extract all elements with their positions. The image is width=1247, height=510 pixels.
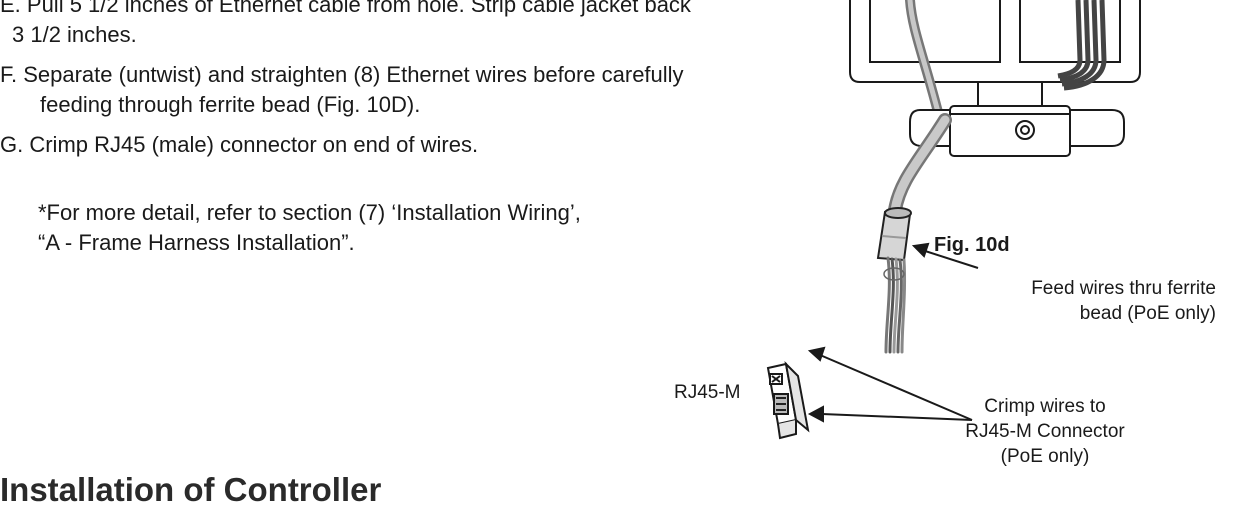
crimp-callout: Crimp wires to RJ45-M Connector (PoE onl… [965,396,1125,467]
step-f-line2: feeding through ferrite bead (Fig. 10D). [40,92,421,117]
step-e: E. Pull 5 1/2 inches of Ethernet cable f… [0,0,691,50]
step-e-line2: 3 1/2 inches. [12,22,137,47]
section-heading: Installation of Controller [0,471,382,508]
wiring-illustration [766,0,1141,440]
reference-note: *For more detail, refer to section (7) ‘… [38,198,581,258]
rj45-connector-drawing [766,361,810,440]
step-e-line1: E. Pull 5 1/2 inches of Ethernet cable f… [0,0,691,17]
note-line2: “A - Frame Harness Installation”. [38,230,355,255]
note-line1: *For more detail, refer to section (7) ‘… [38,200,581,225]
connector-label: RJ45-M [674,382,741,403]
stripped-wires [883,256,907,354]
step-f: F. Separate (untwist) and straighten (8)… [0,60,684,120]
figure-10d: Fig. 10d Feed wires thru ferrite bead (P… [660,0,1247,503]
figure-caption: Fig. 10d [934,234,1010,256]
step-f-line1: F. Separate (untwist) and straighten (8)… [0,62,684,87]
ferrite-callout: Feed wires thru ferrite bead (PoE only) [1031,278,1216,324]
ethernet-cable [888,113,952,217]
ferrite-bead [876,207,912,262]
callout-arrows [807,242,979,423]
step-g: G. Crimp RJ45 (male) connector on end of… [0,130,478,160]
wire-bundle [1057,0,1107,91]
internal-cable [905,0,945,125]
step-g-text: G. Crimp RJ45 (male) connector on end of… [0,132,479,157]
mounting-bracket [909,81,1125,157]
